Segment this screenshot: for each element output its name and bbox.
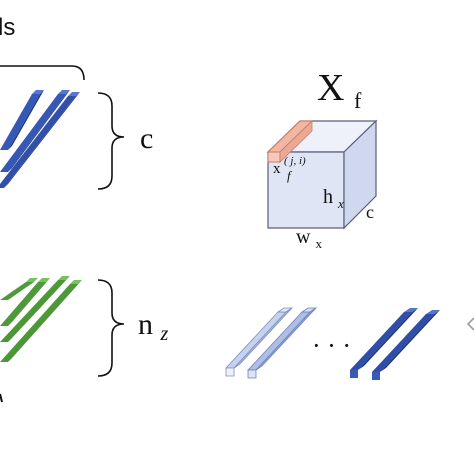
height-label: h x: [323, 186, 344, 211]
blue-bar-group-left: [0, 90, 80, 188]
top-left-label-fragment: ls: [0, 14, 15, 41]
green-bar-group: [0, 276, 82, 362]
element-label-sup: ( j, i): [284, 155, 306, 167]
blue-bar-1: [0, 90, 44, 150]
dark-bar-2: [372, 310, 440, 380]
element-highlight: [266, 120, 314, 163]
tensor-title: X f: [317, 67, 362, 113]
element-label-sub: f: [287, 168, 293, 183]
right-edge-arrow: [466, 317, 474, 331]
green-bar-1: [0, 278, 38, 300]
brace-nz-label-sub: z: [160, 323, 169, 345]
bar-sequence: · · ·: [225, 307, 440, 380]
light-bar-1: [225, 307, 294, 377]
blue-bar-2: [0, 90, 70, 172]
top-bracket: [0, 65, 85, 81]
tensor-cube: X f x ( j, i) f h x c w x: [266, 67, 378, 251]
brace-nz-label: n z: [138, 308, 169, 345]
width-label: w x: [296, 226, 322, 251]
bottom-left-mark: [0, 393, 3, 403]
brace-c: [97, 92, 125, 190]
element-label-base: x: [273, 161, 281, 177]
green-bar-3: [0, 276, 70, 342]
height-label-sub: x: [337, 196, 344, 211]
width-label-sub: x: [315, 236, 322, 251]
tensor-title-sub: f: [354, 88, 362, 113]
element-label: x: [273, 161, 281, 177]
light-bar-2: [247, 307, 318, 379]
green-bar-2: [0, 278, 50, 326]
dark-bar-1: [350, 308, 418, 378]
height-label-base: h: [323, 186, 333, 208]
brace-nz-label-base: n: [138, 308, 153, 341]
cube-side-face: [343, 119, 377, 230]
sequence-ellipsis: · · ·: [312, 331, 351, 360]
width-label-base: w: [296, 226, 311, 248]
brace-nz: [97, 279, 125, 377]
green-bar-4: [0, 280, 82, 362]
tensor-title-base: X: [317, 67, 344, 109]
brace-c-label: c: [140, 122, 153, 155]
blue-bar-3: [0, 92, 80, 188]
depth-label: c: [366, 202, 374, 222]
